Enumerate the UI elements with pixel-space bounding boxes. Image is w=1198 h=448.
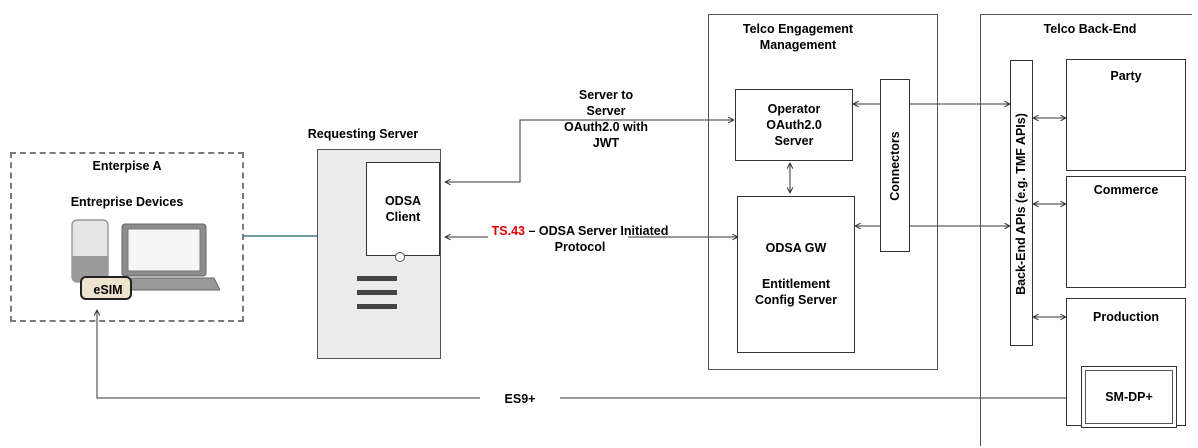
operator-oauth-server-box bbox=[735, 89, 853, 161]
es9-label: ES9+ bbox=[480, 391, 560, 407]
oauth-line2: OAuth2.0 bbox=[766, 118, 822, 132]
s2s-label-line1: Server to bbox=[578, 88, 634, 102]
oauth-line1: Operator bbox=[767, 102, 821, 116]
ts43-label-line2: Protocol bbox=[554, 240, 606, 254]
entitlement-line1: Entitlement bbox=[761, 277, 831, 291]
commerce-box bbox=[1066, 176, 1186, 288]
s2s-label-line4: JWT bbox=[592, 136, 620, 150]
smdp-inner-box bbox=[1085, 370, 1173, 424]
entitlement-line2: Config Server bbox=[755, 293, 837, 307]
enterprise-a-box bbox=[10, 152, 244, 322]
ts43-rest: – ODSA Server Initiated bbox=[525, 224, 669, 238]
backend-apis-box bbox=[1010, 60, 1033, 346]
odsa-client-line2: Client bbox=[385, 210, 421, 224]
es9-arrow bbox=[97, 310, 1080, 398]
ts43-highlight: TS.43 bbox=[491, 224, 525, 238]
vent-slot-2 bbox=[357, 290, 397, 295]
vent-slot-3 bbox=[357, 304, 397, 309]
commerce-label: Commerce bbox=[1093, 183, 1159, 197]
vent-slot-1 bbox=[357, 276, 397, 281]
esim-label: eSIM bbox=[93, 283, 123, 297]
party-box bbox=[1066, 59, 1186, 171]
power-button-icon bbox=[395, 252, 405, 262]
backend-title: Telco Back-End bbox=[1043, 22, 1137, 36]
computer-icon bbox=[71, 219, 220, 291]
backend-apis-label: Back-End APIs (e.g. TMF APIs) bbox=[1014, 113, 1028, 295]
connectors-box bbox=[880, 79, 910, 252]
oauth-line3: Server bbox=[774, 134, 814, 148]
odsa-gw-label: ODSA GW bbox=[765, 241, 827, 255]
odsa-client-box bbox=[366, 162, 440, 256]
smdp-label: SM-DP+ bbox=[1105, 390, 1153, 404]
s2s-oauth-arrow bbox=[445, 120, 734, 182]
enterprise-devices-label: Entreprise Devices bbox=[70, 195, 184, 209]
engagement-title-line2: Management bbox=[759, 38, 837, 52]
engagement-title-line1: Telco Engagement bbox=[742, 22, 854, 36]
enterprise-a-title: Enterpise A bbox=[92, 159, 162, 173]
connectors-label: Connectors bbox=[888, 131, 902, 201]
telco-backend-box bbox=[980, 14, 1192, 446]
engagement-mgmt-box bbox=[708, 14, 938, 370]
requesting-server-title: Requesting Server bbox=[307, 127, 419, 141]
s2s-label-line3: OAuth2.0 with bbox=[563, 120, 649, 134]
ts43-label-line1: TS.43 – ODSA Server Initiated bbox=[470, 223, 690, 239]
odsa-gw-box bbox=[737, 196, 855, 353]
esim-chip bbox=[80, 276, 132, 300]
party-label: Party bbox=[1110, 69, 1142, 83]
odsa-client-line1: ODSA bbox=[384, 194, 422, 208]
s2s-label-line2: Server bbox=[586, 104, 626, 118]
production-label: Production bbox=[1093, 310, 1159, 324]
